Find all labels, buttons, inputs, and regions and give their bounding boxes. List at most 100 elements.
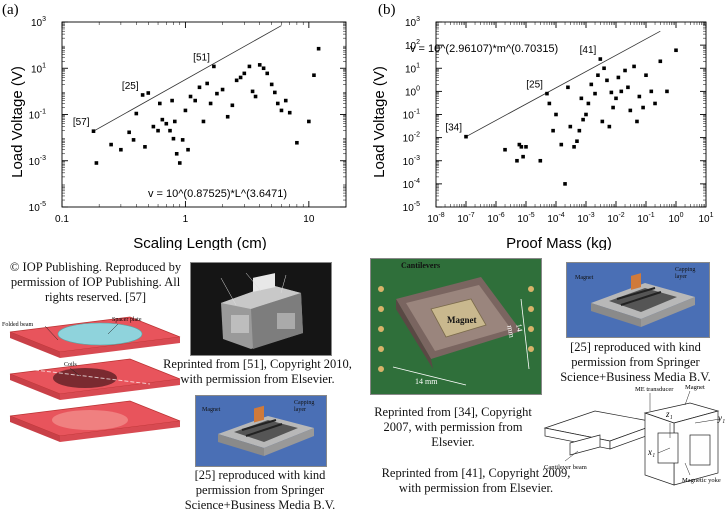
chart-b-data-point [628, 108, 633, 113]
chart-b-x-tick-label: 10-5 [517, 212, 534, 225]
chart-b-data-point [575, 139, 579, 144]
chart-b-y-tick-label: 10-4 [403, 178, 420, 191]
chart-a-data-point [174, 151, 179, 156]
chart-a-xlabel: Scaling Length (cm) [133, 235, 266, 250]
chart-b-xlabel: Proof Mass (kg) [506, 235, 612, 250]
label-coils: Coils [64, 362, 77, 368]
chart-a-annotation: [57] [73, 117, 90, 128]
chart-a-data-point [168, 128, 172, 133]
chart-a-data-point [215, 91, 219, 96]
label-folded-beam: Folded beam [2, 322, 33, 328]
folded-beam-device-figure: Folded beam Spacer plate Coils [2, 316, 181, 442]
chart-b-data-point [547, 101, 552, 106]
chart-a-data-point [230, 103, 235, 108]
caption-elsevier-34: Reprinted from [34], Copyright 2007, wit… [374, 405, 532, 449]
chart-b-x-tick-label: 100 [668, 212, 683, 225]
chart-a: Load Voltage (V) Scaling Length (cm) v =… [9, 16, 347, 250]
chart-b-ylabel: Load Voltage (V) [371, 66, 388, 178]
chart-b-data-point [517, 142, 522, 147]
chart-a-data-point [242, 71, 247, 76]
chart-a-fit-line [93, 25, 282, 132]
springer-left-image: Magnet Capping layer [195, 395, 327, 467]
me-transducer-label: ME transducer [635, 386, 674, 393]
chart-a-data-point [164, 121, 169, 126]
chart-a-data-point [177, 161, 182, 165]
chart-a-data-point [157, 101, 162, 106]
chart-b-y-tick-label: 10-3 [403, 155, 420, 168]
chart-b-data-point [515, 158, 519, 163]
chart-a-data-point [247, 64, 252, 69]
chart-b-data-point [563, 182, 567, 186]
chart-a-data-point [234, 78, 239, 83]
chart-a-x-tick-label: 10 [303, 214, 315, 225]
caption-springer-right: [25] reproduced with kind permission fro… [560, 340, 711, 384]
chart-a-data-point [91, 129, 96, 133]
chart-b-data-point [572, 145, 576, 149]
caption-elsevier-51: Reprinted from [51], Copyright 2010, wit… [163, 357, 352, 386]
chart-b: Load Voltage (V) Proof Mass (kg) v = 10^… [371, 16, 714, 250]
chart-a-data-point [220, 87, 225, 92]
chart-a-y-tick-label: 10-5 [29, 201, 46, 214]
caption-springer-left: [25] reproduced with kind permission fro… [184, 468, 336, 512]
chart-b-data-point [596, 73, 600, 78]
chart-a-data-point [109, 142, 113, 147]
chart-b-data-point [600, 119, 605, 124]
chart-a-y-tick-label: 10-1 [29, 109, 46, 122]
chart-b-x-tick-label: 10-3 [577, 212, 594, 225]
panel-label-a: (a) [2, 2, 19, 18]
chart-b-data-point [519, 145, 524, 149]
chart-b-data-point [598, 57, 603, 61]
chart-b-fit-line [465, 30, 661, 138]
me-magnetic-yoke-label: Magnetic yoke [682, 477, 721, 484]
chart-a-data-point [140, 93, 145, 97]
chart-a-data-point [160, 117, 165, 122]
chart-a-y-tick-label: 101 [31, 62, 46, 75]
me-transducer-drawing: ME transducer Magnet Cantilever beam Mag… [543, 384, 725, 486]
chart-b-data-point [616, 75, 621, 80]
chart-a-fit-equation: v = 10^(0.87525)*L^(3.6471) [148, 188, 287, 200]
chart-a-x-tick-label: 0.1 [55, 214, 69, 225]
chart-a-data-point [257, 63, 262, 67]
chart-a-y-tick-label: 10-3 [29, 155, 46, 168]
chart-a-data-point [307, 119, 311, 124]
chart-b-annotation: [25] [526, 80, 543, 91]
chart-b-data-point [577, 128, 582, 133]
chart-b-y-tick-label: 102 [405, 39, 420, 52]
chart-a-data-point [134, 111, 139, 116]
chart-a-data-point [172, 119, 177, 124]
chart-a-data-point [180, 138, 185, 142]
chart-a-data-point [201, 119, 206, 124]
chart-b-data-point [619, 89, 624, 94]
chart-a-data-point [127, 130, 131, 135]
chart-a-data-point [238, 75, 243, 80]
chart-a-data-point [208, 101, 213, 106]
chart-b-data-point [635, 119, 639, 124]
chart-a-data-point [283, 98, 288, 103]
chart-a-x-tick-label: 1 [183, 214, 189, 225]
chart-a-data-point [94, 161, 99, 165]
chart-a-data-point [250, 89, 255, 94]
chart-b-data-point [584, 112, 588, 117]
chart-a-data-point [171, 136, 176, 141]
chart-b-y-tick-label: 10-5 [403, 201, 420, 214]
elsevier-34-photo: Cantilevers Magnet 14 mm 14 mm [370, 258, 542, 395]
me-cantilever-beam-label: Cantilever beam [544, 464, 587, 471]
chart-b-x-tick-label: 10-8 [427, 212, 444, 225]
chart-b-data-point [566, 85, 570, 90]
chart-b-data-point [586, 101, 591, 106]
chart-a-data-point [186, 147, 190, 152]
caption-iop: © IOP Publishing. Reproduced by permissi… [9, 260, 182, 304]
chart-a-annotation: [25] [122, 81, 139, 92]
chart-b-data-point [581, 117, 585, 122]
pcb-cantilevers-label: Cantilevers [401, 261, 441, 270]
springer-right-magnet-label: Magnet [575, 275, 594, 281]
springer-right-image: Magnet Capping layer [566, 262, 710, 338]
chart-b-data-point [602, 66, 606, 71]
pcb-dimension-side: 14 mm [505, 323, 525, 339]
chart-b-y-tick-label: 10-2 [403, 132, 420, 145]
chart-a-data-point [151, 124, 156, 129]
chart-a-y-tick-label: 103 [31, 16, 46, 29]
chart-a-data-point [265, 71, 270, 76]
chart-b-data-point [464, 134, 468, 139]
chart-b-data-point [524, 145, 528, 149]
